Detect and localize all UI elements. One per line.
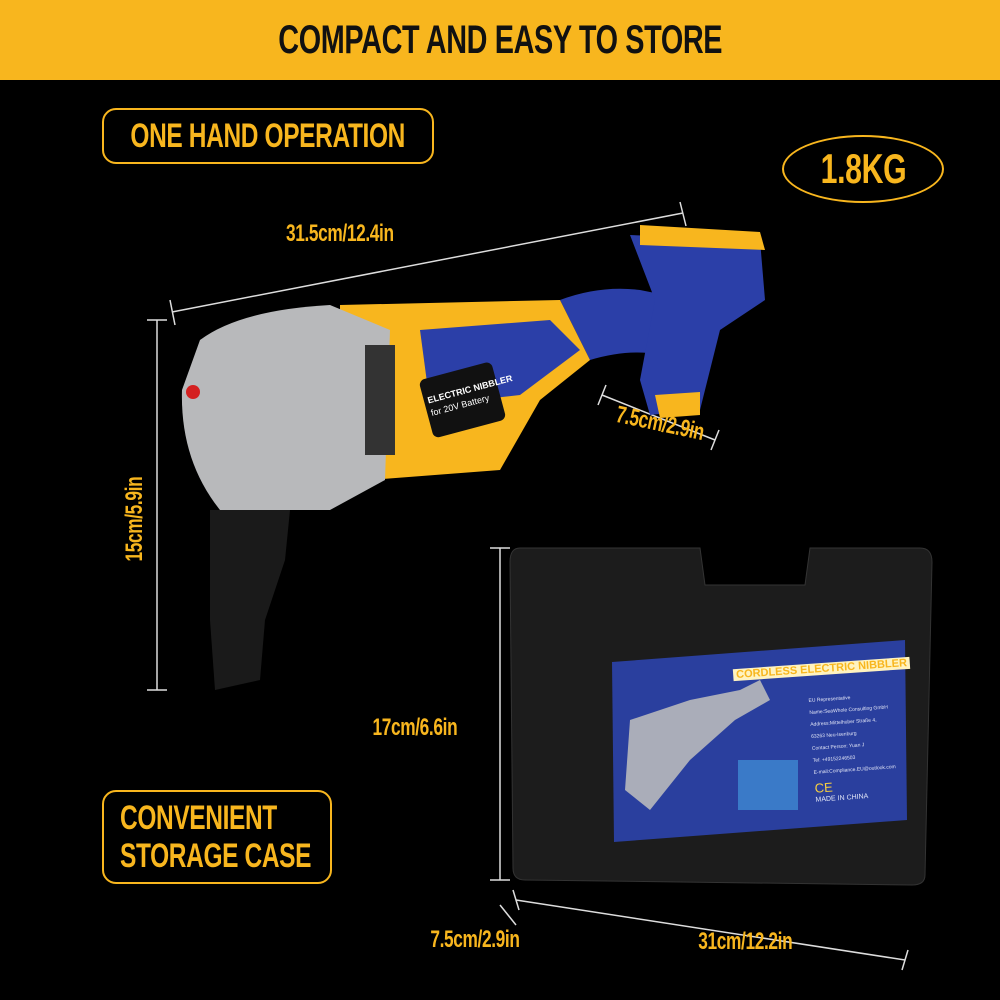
banner-title: COMPACT AND EASY TO STORE xyxy=(278,17,722,62)
case-depth-label: 7.5cm/2.9in xyxy=(430,926,520,953)
title-banner: COMPACT AND EASY TO STORE xyxy=(0,0,1000,80)
tool-length-label: 31.5cm/12.4in xyxy=(286,220,394,247)
one-hand-operation-text: ONE HAND OPERATION xyxy=(130,116,406,155)
one-hand-operation-badge: ONE HAND OPERATION xyxy=(102,108,434,164)
case-label-info: EU Representative Name:SeaWhole Consulti… xyxy=(808,689,898,806)
weight-badge: 1.8KG xyxy=(782,135,944,203)
tool-height-label: 15cm/5.9in xyxy=(121,476,148,562)
dimension-lines xyxy=(147,201,909,971)
case-width-label: 31cm/12.2in xyxy=(697,928,793,955)
storage-line-1: CONVENIENT xyxy=(120,799,277,837)
nibbler-tool xyxy=(181,225,765,690)
storage-case xyxy=(509,547,933,886)
storage-line-2: STORAGE CASE xyxy=(120,837,312,875)
weight-text: 1.8KG xyxy=(820,145,906,192)
case-height-label: 17cm/6.6in xyxy=(372,714,458,741)
storage-case-badge: CONVENIENT STORAGE CASE xyxy=(102,790,332,884)
